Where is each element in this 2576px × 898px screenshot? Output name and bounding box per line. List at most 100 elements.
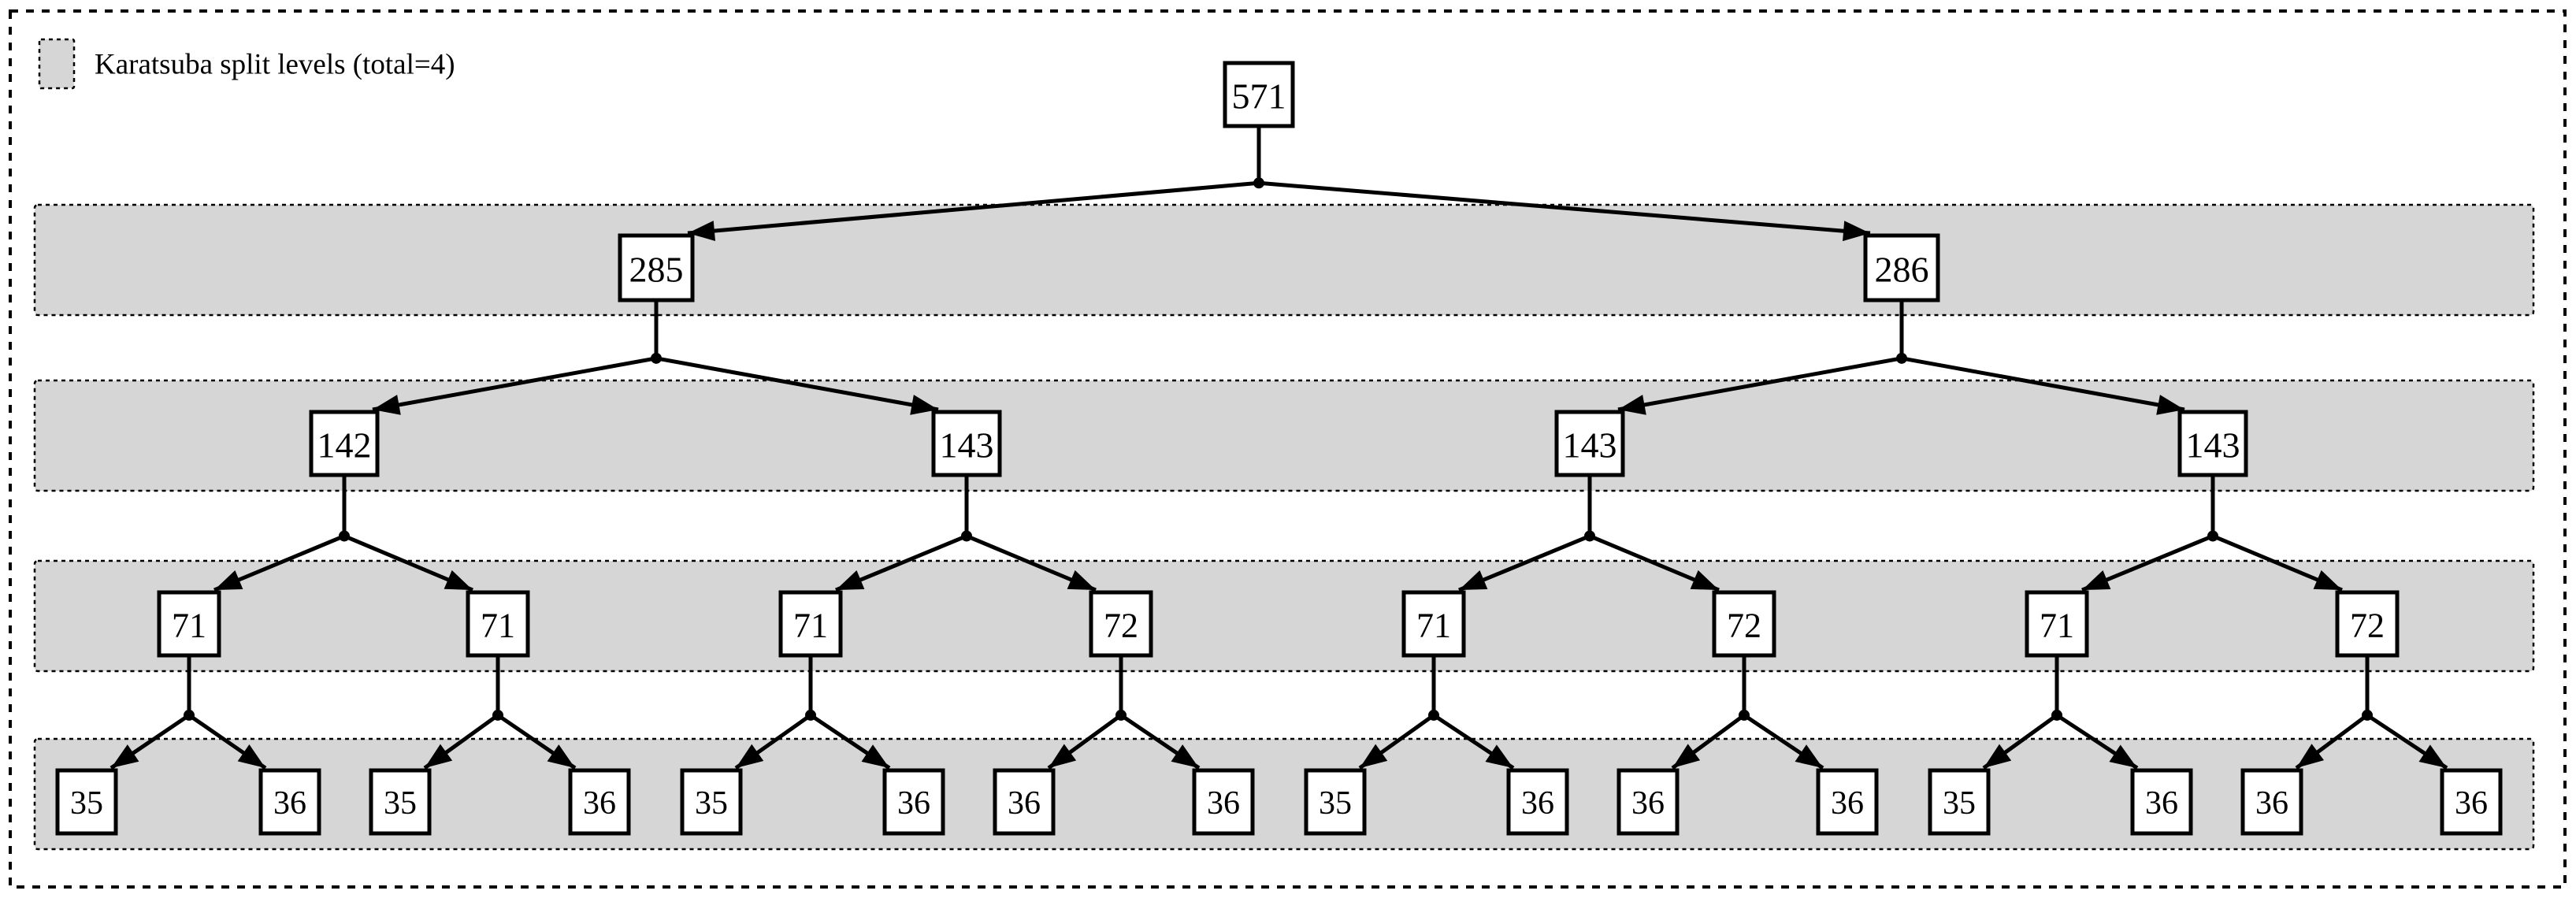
tree-edge xyxy=(655,356,939,412)
node-label: 35 xyxy=(384,785,417,822)
tree-node: 143 xyxy=(931,410,1002,477)
node-box xyxy=(2440,768,2503,836)
node-box xyxy=(1616,768,1680,836)
split-level-band-1 xyxy=(33,203,2535,317)
node-label: 36 xyxy=(583,785,616,822)
tree-edge xyxy=(1617,356,1902,412)
node-box xyxy=(618,233,695,302)
node-label: 71 xyxy=(1416,607,1451,645)
edge-arrowhead xyxy=(688,221,716,241)
edge-arrowhead xyxy=(836,570,865,590)
tree-edge xyxy=(1901,356,2185,412)
node-label: 36 xyxy=(1008,785,1041,822)
edge-arrowhead xyxy=(1984,744,2012,768)
edge-arrowhead xyxy=(2313,570,2342,590)
edge-arrowhead xyxy=(2109,744,2137,768)
edge-arrowhead xyxy=(2082,570,2111,590)
edge-arrowhead xyxy=(1672,744,1701,768)
node-label: 571 xyxy=(1232,76,1286,117)
node-box xyxy=(680,768,743,836)
node-box xyxy=(1089,590,1153,658)
tree-node: 571 xyxy=(1223,61,1295,128)
tree-node: 71 xyxy=(2025,590,2089,658)
edge-arrowhead xyxy=(910,395,938,415)
tree-node: 36 xyxy=(2130,768,2193,836)
edge-arrowhead xyxy=(111,744,139,768)
node-label: 142 xyxy=(317,425,372,466)
node-label: 35 xyxy=(1943,785,1976,822)
tree-node: 35 xyxy=(1304,768,1367,836)
node-box xyxy=(1816,768,1879,836)
tree-node: 285 xyxy=(618,233,695,302)
node-box xyxy=(466,590,530,658)
node-box xyxy=(1554,410,1625,477)
tree-node: 35 xyxy=(680,768,743,836)
tree-node: 35 xyxy=(55,768,118,836)
tree-node: 71 xyxy=(1401,590,1466,658)
node-box xyxy=(1506,768,1569,836)
node-label: 71 xyxy=(481,607,515,645)
split-level-band-3 xyxy=(33,559,2535,673)
node-box xyxy=(1712,590,1776,658)
tree-node: 71 xyxy=(466,590,530,658)
edge-arrowhead xyxy=(1049,744,1077,768)
node-box xyxy=(931,410,1002,477)
node-box xyxy=(1928,768,1991,836)
tree-edge xyxy=(372,356,657,412)
edge-arrowhead xyxy=(237,744,265,768)
karatsuba-split-level-swatch xyxy=(38,38,76,90)
node-label: 36 xyxy=(1207,785,1240,822)
tree-node: 143 xyxy=(2177,410,2248,477)
edge-arrowhead xyxy=(1360,744,1388,768)
tree-node: 72 xyxy=(2335,590,2400,658)
node-box xyxy=(309,410,380,477)
tree-edge xyxy=(687,180,1260,236)
tree-node: 36 xyxy=(2440,768,2503,836)
node-label: 35 xyxy=(1319,785,1352,822)
edge-arrowhead xyxy=(1618,395,1646,415)
edge-arrowhead xyxy=(2296,744,2325,768)
edge-arrowhead xyxy=(444,570,473,590)
node-box xyxy=(2130,768,2193,836)
diagram-outer-frame xyxy=(9,9,2567,889)
edge-arrowhead xyxy=(214,570,243,590)
tree-node: 36 xyxy=(882,768,945,836)
split-level-band-4 xyxy=(33,737,2535,851)
tree-node: 71 xyxy=(157,590,221,658)
tree-node: 72 xyxy=(1712,590,1776,658)
edge-arrowhead xyxy=(1485,744,1513,768)
node-box xyxy=(1192,768,1255,836)
tree-node: 36 xyxy=(993,768,1056,836)
legend: Karatsuba split levels (total=4) xyxy=(38,38,455,90)
node-label: 72 xyxy=(2350,607,2385,645)
node-label: 36 xyxy=(2255,785,2288,822)
tree-node: 71 xyxy=(778,590,843,658)
node-box xyxy=(1401,590,1466,658)
edge-arrowhead xyxy=(736,744,764,768)
edge-arrowhead xyxy=(1067,570,1096,590)
node-box xyxy=(55,768,118,836)
node-box xyxy=(2177,410,2248,477)
node-label: 36 xyxy=(273,785,306,822)
split-level-bands xyxy=(33,203,2535,851)
edge-arrowhead xyxy=(2418,744,2447,768)
node-box xyxy=(2025,590,2089,658)
node-box xyxy=(258,768,321,836)
node-label: 36 xyxy=(1831,785,1864,822)
edge-arrowhead xyxy=(425,744,453,768)
node-box xyxy=(778,590,843,658)
node-label: 36 xyxy=(897,785,930,822)
tree-node: 36 xyxy=(1506,768,1569,836)
node-label: 36 xyxy=(2145,785,2178,822)
node-label: 71 xyxy=(172,607,206,645)
split-level-band-2 xyxy=(33,379,2535,492)
node-label: 35 xyxy=(70,785,103,822)
node-label: 143 xyxy=(940,425,994,466)
edge-arrowhead xyxy=(2156,395,2184,415)
tree-edges xyxy=(109,126,2448,770)
node-label: 36 xyxy=(2455,785,2488,822)
tree-node: 286 xyxy=(1863,233,1940,302)
